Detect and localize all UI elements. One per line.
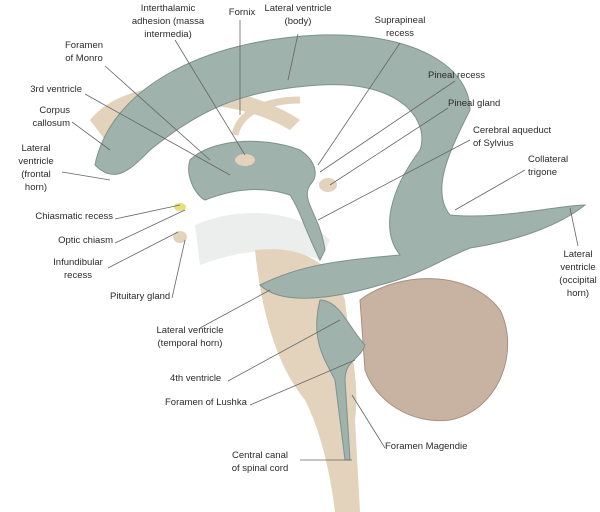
label-foramen-magendie: Foramen Magendie: [385, 441, 468, 452]
label-pituitary-gland: Pituitary gland: [110, 291, 171, 302]
label-4th-ventricle: 4th ventricle: [170, 373, 222, 384]
optic-chiasm-shape: [174, 203, 186, 211]
label-chiasmatic-recess: Chiasmatic recess: [35, 211, 113, 222]
label-pineal-recess: Pineal recess: [428, 70, 486, 81]
label-3rd-ventricle: 3rd ventricle: [30, 84, 82, 95]
label-optic-chiasm: Optic chiasm: [58, 235, 113, 246]
label-foramen-of-lushka: Foramen of Lushka: [165, 397, 247, 408]
lateral-ventricle: [94, 34, 587, 299]
label-pineal-gland: Pineal gland: [448, 98, 501, 109]
label-lateral-ventricle-temporal-horn: Lateral ventricle(temporal horn): [156, 325, 224, 349]
fornix: [231, 96, 301, 136]
interthalamic-adhesion: [235, 154, 255, 166]
pituitary-shape: [173, 231, 187, 243]
label-lateral-ventricle-body: Lateral ventricle(body): [264, 3, 332, 27]
cerebellum: [359, 278, 509, 422]
label-fornix: Fornix: [228, 7, 256, 18]
thalamus-shadow: [195, 213, 330, 265]
pineal-gland-shape: [319, 178, 337, 192]
leader-lines: [61, 20, 579, 461]
fourth-ventricle: [316, 299, 366, 461]
